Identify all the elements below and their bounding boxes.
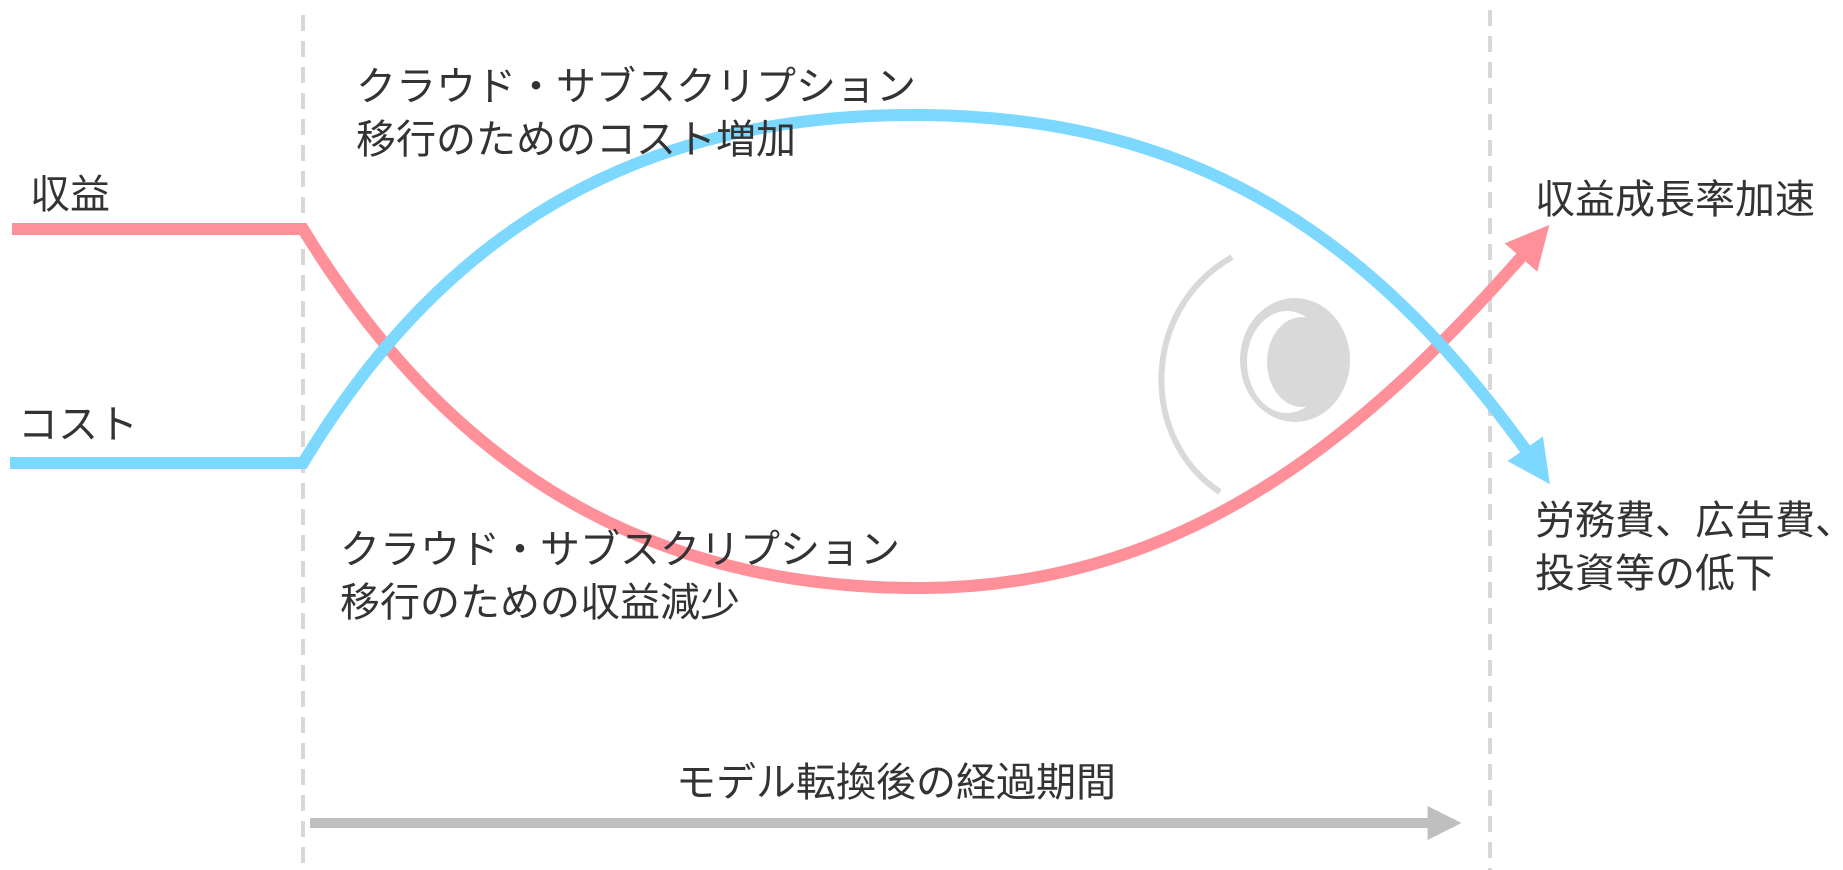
cost-increase-label-line1: クラウド・サブスクリプション xyxy=(356,64,916,110)
cost-line xyxy=(10,108,1550,485)
revenue-growth-label: 収益成長率加速 xyxy=(1535,177,1815,223)
revenue-line xyxy=(12,223,1550,595)
cost-reduction-label-line2: 投資等の低下 xyxy=(1535,551,1775,597)
revenue-decrease-label-line2: 移行のための収益減少 xyxy=(340,580,740,626)
cost-reduction-label-line1: 労務費、広告費、 xyxy=(1535,498,1843,544)
cost-increase-label-line2: 移行のためのコスト増加 xyxy=(356,117,796,163)
revenue-decrease-label-line1: クラウド・サブスクリプション xyxy=(340,527,900,573)
revenue-label: 収益 xyxy=(30,172,110,218)
time-axis-label: モデル転換後の経過期間 xyxy=(676,760,1116,806)
eye-icon xyxy=(1158,254,1350,495)
cost-label: コスト xyxy=(18,402,138,448)
